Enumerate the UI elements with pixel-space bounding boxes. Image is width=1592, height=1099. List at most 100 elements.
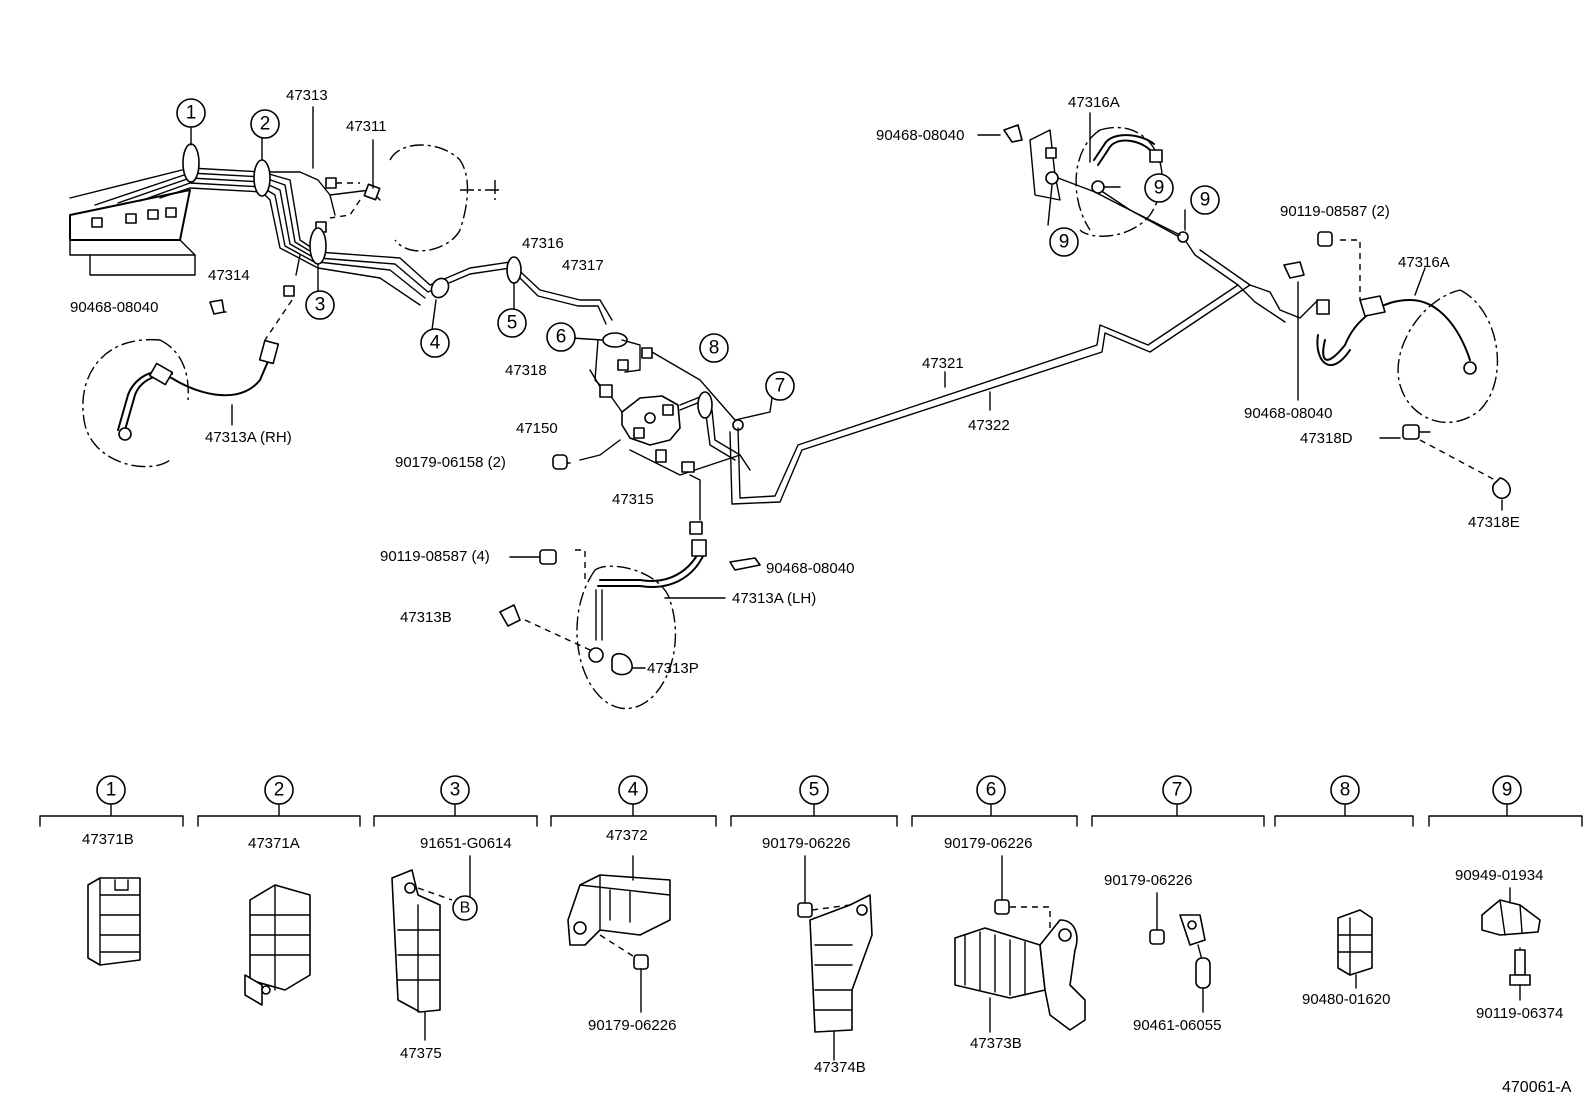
detail-5-label-top: 90179-06226	[762, 835, 850, 852]
svg-text:2: 2	[260, 114, 271, 135]
label-90468-08040-c: 90468-08040	[876, 127, 964, 144]
svg-text:B: B	[460, 900, 471, 917]
svg-text:4: 4	[430, 333, 441, 354]
callout-5: 5	[497, 308, 527, 338]
svg-text:3: 3	[450, 780, 461, 801]
svg-text:6: 6	[556, 327, 567, 348]
detail-1-label: 47371B	[82, 831, 134, 848]
detail-9-label-top: 90949-01934	[1455, 867, 1543, 884]
clamp-4	[430, 277, 450, 299]
detail-2-label: 47371A	[248, 835, 300, 852]
detail-4-label-top: 47372	[606, 827, 648, 844]
clip-90949-01934	[1481, 887, 1541, 1001]
svg-text:1: 1	[186, 103, 197, 124]
detail-strip: 1 2 3 4 5 6 7 8 9 47371B 47371A 91651-G0…	[39, 775, 1583, 1076]
label-47314: 47314	[208, 267, 250, 284]
svg-text:3: 3	[315, 295, 326, 316]
detail-9-label-bottom: 90119-06374	[1476, 1005, 1563, 1022]
clip-90480-01620	[1337, 909, 1373, 989]
label-47317: 47317	[562, 257, 604, 274]
detail-callout-6: 6	[976, 775, 1006, 805]
label-47318e: 47318E	[1468, 514, 1520, 531]
clip-90461-06055	[1149, 892, 1211, 1013]
label-47318: 47318	[505, 362, 547, 379]
label-47313a-rh: 47313A (RH)	[205, 429, 292, 446]
rear-left-brake	[977, 112, 1181, 237]
svg-text:9: 9	[1200, 190, 1211, 211]
detail-4-label-bottom: 90179-06226	[588, 1017, 676, 1034]
lh-front-brake	[499, 539, 761, 710]
clip-47375	[391, 855, 471, 1041]
svg-text:7: 7	[1172, 780, 1183, 801]
label-47315: 47315	[612, 491, 654, 508]
label-47150: 47150	[516, 420, 558, 437]
detail-callout-4: 4	[618, 775, 648, 805]
callout-2: 2	[250, 109, 280, 139]
rear-brake-lines	[729, 189, 1319, 505]
label-47311: 47311	[346, 118, 387, 135]
label-47318d: 47318D	[1300, 430, 1353, 447]
callout-9-b: 9	[1049, 227, 1079, 257]
clamp-1	[182, 143, 200, 183]
label-47321: 47321	[922, 355, 964, 372]
diagram-code: 470061-A	[1502, 1079, 1572, 1096]
svg-text:9: 9	[1059, 232, 1070, 253]
detail-callout-5: 5	[799, 775, 829, 805]
booster-fittings	[315, 177, 381, 233]
svg-text:7: 7	[775, 376, 786, 397]
svg-text:9: 9	[1502, 780, 1513, 801]
rh-front-brake	[82, 285, 295, 468]
clamp-5	[506, 256, 522, 284]
detail-6-label-bottom: 47373B	[970, 1035, 1022, 1052]
callout-4: 4	[420, 328, 450, 358]
detail-3-label-bottom: 47375	[400, 1045, 442, 1062]
detail-6-label-top: 90179-06226	[944, 835, 1032, 852]
svg-text:5: 5	[507, 313, 518, 334]
detail-callout-3: 3	[440, 775, 470, 805]
detail-callout-1: 1	[96, 775, 126, 805]
bracket-47372	[567, 855, 671, 1013]
detail-callout-9: 9	[1492, 775, 1522, 805]
label-47322: 47322	[968, 417, 1010, 434]
detail-3-label-top: 91651-G0614	[420, 835, 512, 852]
detail-callout-7: 7	[1162, 775, 1192, 805]
label-90468-08040-a: 90468-08040	[70, 299, 158, 316]
label-90468-08040-d: 90468-08040	[1244, 405, 1332, 422]
detail-5-label-bottom: 47374B	[814, 1059, 866, 1076]
label-47316: 47316	[522, 235, 564, 252]
svg-text:4: 4	[628, 780, 639, 801]
clip-47374b	[797, 855, 873, 1061]
label-47313a-lh: 47313A (LH)	[732, 590, 816, 607]
clip-47373b	[954, 855, 1086, 1033]
label-47316a-top: 47316A	[1068, 94, 1120, 111]
clamp-3	[309, 227, 327, 265]
label-90468-08040-b: 90468-08040	[766, 560, 854, 577]
svg-text:6: 6	[986, 780, 997, 801]
svg-text:8: 8	[709, 338, 720, 359]
callout-6: 6	[546, 322, 576, 352]
svg-text:1: 1	[106, 780, 117, 801]
label-47316a-right: 47316A	[1398, 254, 1450, 271]
label-47313: 47313	[286, 87, 328, 104]
callout-3: 3	[305, 290, 335, 320]
callout-9-a: 9	[1144, 173, 1174, 203]
detail-7-label-bottom: 90461-06055	[1133, 1017, 1221, 1034]
label-47313p: 47313P	[647, 660, 699, 677]
proportioning-valve	[552, 339, 773, 535]
svg-text:8: 8	[1340, 780, 1351, 801]
callout-9-c: 9	[1190, 185, 1220, 215]
detail-7-label-top: 90179-06226	[1104, 872, 1192, 889]
detail-callout-2: 2	[264, 775, 294, 805]
clamp-2	[253, 159, 271, 197]
svg-text:9: 9	[1154, 178, 1165, 199]
clip-47371b	[87, 877, 141, 966]
brake-booster-outline	[389, 144, 500, 252]
detail-callout-8: 8	[1330, 775, 1360, 805]
clamp-6	[602, 332, 628, 348]
hydraulic-unit	[69, 189, 196, 276]
callout-1: 1	[176, 98, 206, 128]
callout-b: B	[452, 895, 478, 921]
clip-47371a	[244, 884, 311, 1006]
rear-right-brake	[1283, 231, 1512, 511]
detail-8-label: 90480-01620	[1302, 991, 1390, 1008]
